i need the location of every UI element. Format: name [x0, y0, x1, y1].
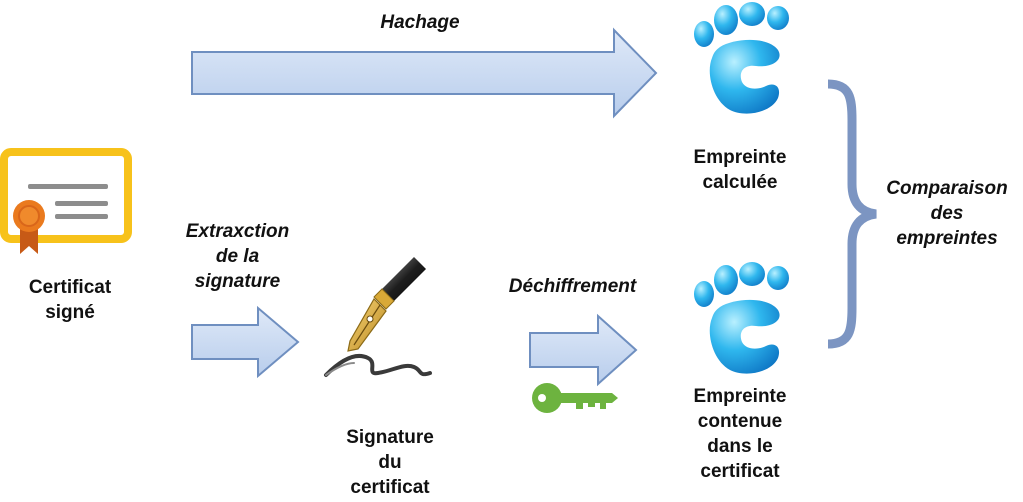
- footprint-icon: [694, 2, 789, 114]
- certificate-label-line-1: Certificat: [28, 277, 112, 298]
- fountain-pen-icon: [324, 257, 432, 377]
- extraction-label-line-1: Extraxction: [185, 221, 290, 242]
- extraction-label: Extraxction de la signature: [165, 219, 310, 294]
- computed-fingerprint-line-1: Empreinte: [693, 147, 787, 168]
- contained-fingerprint-line-1: Empreinte: [693, 386, 787, 407]
- contained-fingerprint-line-3: dans le: [707, 436, 773, 457]
- decryption-arrow: [529, 313, 638, 387]
- comparison-label: Comparaison des empreintes: [876, 176, 1018, 251]
- signature-label-line-2: du: [378, 452, 402, 473]
- comparison-label-line-3: empreintes: [896, 228, 998, 249]
- signature-label-line-1: Signature: [346, 427, 434, 448]
- contained-fingerprint-line-4: certificat: [700, 461, 780, 482]
- contained-fingerprint-line-2: contenue: [697, 411, 783, 432]
- hashing-label: Hachage: [345, 10, 495, 35]
- comparison-label-line-2: des: [930, 203, 964, 224]
- comparison-label-line-1: Comparaison: [886, 178, 1008, 199]
- certificate-icon: [0, 148, 132, 254]
- decryption-label: Déchiffrement: [490, 274, 655, 299]
- signature-label-line-3: certificat: [350, 477, 430, 498]
- extraction-arrow: [191, 305, 300, 379]
- extraction-label-line-3: signature: [194, 271, 281, 292]
- computed-fingerprint-label: Empreinte calculée: [670, 145, 810, 195]
- certificate-label-line-2: signé: [45, 302, 95, 323]
- certificate-label: Certificat signé: [15, 275, 125, 325]
- contained-fingerprint-label: Empreinte contenue dans le certificat: [670, 384, 810, 484]
- signature-label: Signature du certificat: [325, 425, 455, 500]
- comparison-brace: [827, 79, 877, 349]
- hashing-arrow: [191, 27, 658, 119]
- computed-fingerprint-line-2: calculée: [702, 172, 778, 193]
- extraction-label-line-2: de la: [215, 246, 260, 267]
- key-icon: [532, 383, 618, 413]
- hashing-text: Hachage: [380, 12, 460, 33]
- footprint-icon: [694, 262, 789, 374]
- decryption-text: Déchiffrement: [508, 276, 637, 297]
